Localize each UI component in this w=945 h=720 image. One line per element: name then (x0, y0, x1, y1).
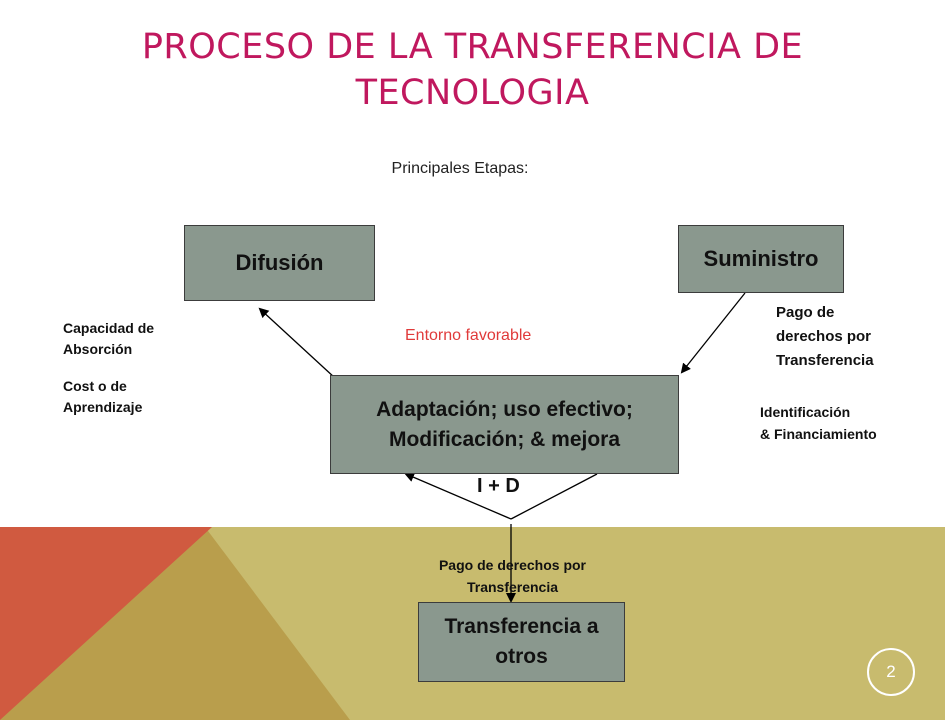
box-adaptacion-line-2: Modificación; & mejora (388, 427, 621, 451)
label-pago-top-line-1: Pago de (776, 304, 835, 321)
box-transferencia: Transferencia a otros (418, 602, 625, 682)
box-transferencia-line-2: otros (495, 645, 548, 668)
label-pago-derechos-top: Pago de derechos por Transferencia (776, 301, 874, 373)
label-entorno-favorable: Entorno favorable (405, 327, 532, 344)
label-costo-line-1: Cost o de (63, 378, 127, 394)
label-pago-bottom-line-2: Transferencia (466, 579, 559, 595)
label-pago-derechos-bottom: Pago de derechos por Transferencia (400, 554, 625, 598)
page-number: 2 (886, 662, 896, 681)
label-costo-line-2: Aprendizaje (63, 399, 143, 415)
title-line-1: PROCESO DE LA TRANSFERENCIA DE (141, 27, 804, 67)
box-suministro: Suministro (678, 225, 844, 293)
label-pago-bottom-line-1: Pago de derechos por (438, 557, 587, 573)
box-difusion: Difusión (184, 225, 375, 301)
page-title: PROCESO DE LA TRANSFERENCIA DE TECNOLOGI… (0, 24, 945, 116)
arrow-suministro-to-adapt (680, 292, 746, 374)
box-adaptacion-line-1: Adaptación; uso efectivo; (376, 397, 633, 421)
subtitle: Principales Etapas: (391, 160, 529, 177)
box-suministro-label: Suministro (703, 246, 819, 271)
label-capacidad: Capacidad de Absorción (63, 318, 154, 360)
arrow-i-d-right (510, 473, 598, 520)
box-difusion-label: Difusión (235, 250, 324, 275)
arrow-adapt-to-difusion (258, 307, 336, 379)
label-identificacion-line-2: & Financiamiento (760, 426, 877, 442)
label-capacidad-line-2: Absorción (63, 341, 133, 357)
page-number-badge: 2 (867, 648, 915, 696)
label-identificacion-line-1: Identificación (760, 404, 851, 420)
title-line-2: TECNOLOGIA (355, 73, 590, 113)
red-triangle (0, 527, 212, 720)
label-i-mas-d: I + D (477, 475, 520, 497)
box-adaptacion: Adaptación; uso efectivo; Modificación; … (330, 375, 679, 474)
label-costo: Cost o de Aprendizaje (63, 376, 142, 418)
label-capacidad-line-1: Capacidad de (63, 320, 155, 336)
label-pago-top-line-3: Transferencia (776, 352, 874, 369)
label-identificacion: Identificación & Financiamiento (760, 401, 877, 445)
label-pago-top-line-2: derechos por (776, 328, 872, 345)
box-transferencia-line-1: Transferencia a (444, 615, 599, 638)
arrow-i-d-left (404, 472, 512, 520)
